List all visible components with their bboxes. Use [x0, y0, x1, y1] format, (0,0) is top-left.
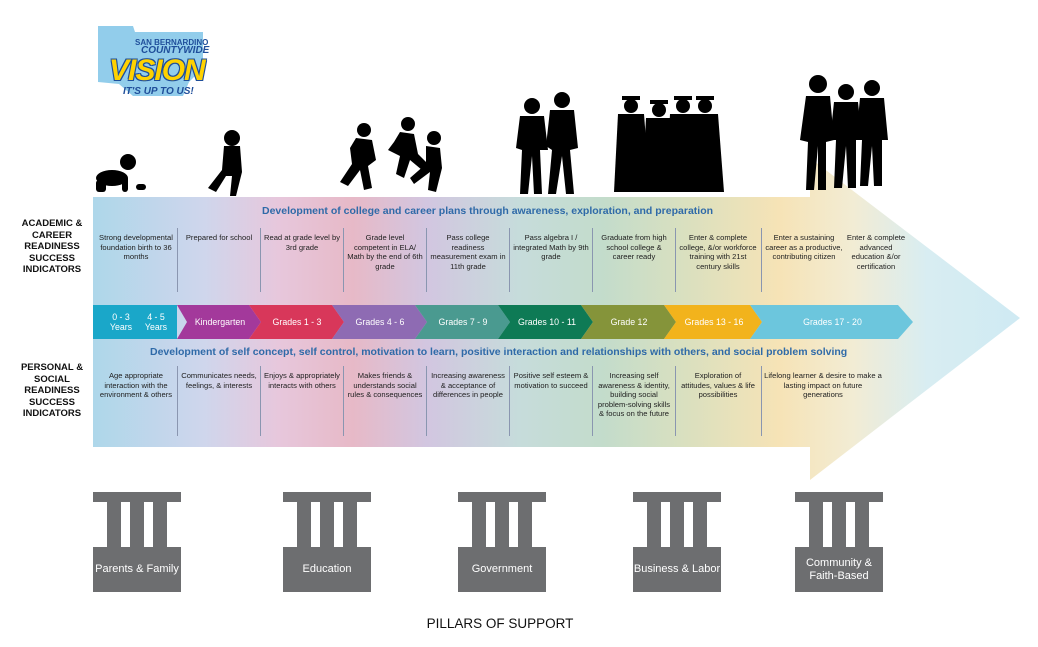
pillar-label: Parents & Family: [93, 547, 181, 592]
logo-line1: SAN BERNARDINO: [135, 38, 209, 47]
divider: [343, 366, 344, 436]
pillar-column: [495, 502, 509, 547]
academic-indicator: Graduate from high school college & care…: [601, 233, 667, 262]
logo-line2: COUNTYWIDE: [141, 45, 210, 56]
academic-indicator: Pass college readiness measurement exam …: [430, 233, 506, 271]
divider: [509, 228, 510, 292]
pillar-column: [647, 502, 661, 547]
divider: [260, 366, 261, 436]
stage-kindergarten: Kindergarten: [194, 317, 246, 327]
personal-title: Development of self concept, self contro…: [150, 346, 848, 358]
personal-indicator: Makes friends & understands social rules…: [347, 371, 423, 400]
stage-4-5-years: 4 - 5 Years: [144, 312, 168, 332]
pillar-column: [472, 502, 486, 547]
academic-indicator: Grade level competent in ELA/ Math by th…: [347, 233, 423, 271]
pillar-column: [320, 502, 334, 547]
stage-grades-1-3: Grades 1 - 3: [272, 317, 322, 327]
pillar-government: Government: [458, 492, 546, 592]
pillar-column: [832, 502, 846, 547]
pillar-column: [693, 502, 707, 547]
academic-side-label: ACADEMIC & CAREER READINESS SUCCESS INDI…: [21, 218, 83, 275]
pillar-cap: [458, 492, 546, 502]
academic-indicator: Strong developmental foundation birth to…: [99, 233, 173, 262]
academic-indicator: Enter a sustaining career as a productiv…: [765, 233, 843, 262]
pillar-cap: [795, 492, 883, 502]
divider: [761, 366, 762, 436]
divider: [592, 366, 593, 436]
academic-indicator: Read at grade level by 3rd grade: [264, 233, 340, 252]
personal-indicator: Communicates needs, feelings, & interest…: [181, 371, 257, 390]
stage-0-3-years: 0 - 3 Years: [109, 312, 133, 332]
divider: [426, 228, 427, 292]
stage-grades-7-9: Grades 7 - 9: [438, 317, 488, 327]
academic-indicator: Pass algebra I / integrated Math by 9th …: [513, 233, 589, 262]
pillar-label: Business & Labor: [633, 547, 721, 592]
personal-indicator: Lifelong learner & desire to make a last…: [764, 371, 882, 400]
logo-line3: VISION: [109, 54, 206, 87]
pillar-label: Community & Faith-Based: [795, 547, 883, 592]
logo-tagline: IT'S UP TO US!: [123, 86, 194, 97]
personal-indicator: Increasing awareness & acceptance of dif…: [431, 371, 505, 400]
countywide-vision-logo: SAN BERNARDINO COUNTYWIDE VISION IT'S UP…: [93, 24, 233, 102]
pillar-column: [130, 502, 144, 547]
pillar-cap: [283, 492, 371, 502]
divider: [761, 228, 762, 292]
stage-grades-17-20: Grades 17 - 20: [803, 317, 862, 327]
divider: [509, 366, 510, 436]
students-icon: [516, 92, 578, 194]
running-children-icon: [340, 117, 442, 192]
stage-grades-13-16: Grades 13 - 16: [684, 317, 744, 327]
personal-indicator: Exploration of attitudes, values & life …: [681, 371, 755, 400]
pillar-column: [809, 502, 823, 547]
pillar-education: Education: [283, 492, 371, 592]
divider: [177, 366, 178, 436]
pillar-column: [670, 502, 684, 547]
personal-indicator: Increasing self awareness & identity, bu…: [597, 371, 671, 419]
pillar-column: [297, 502, 311, 547]
pillars-title: PILLARS OF SUPPORT: [426, 616, 574, 631]
stage-grades-4-6: Grades 4 - 6: [355, 317, 405, 327]
divider: [260, 228, 261, 292]
professionals-icon: [800, 75, 888, 190]
stage-grades-10-11: Grades 10 - 11: [517, 317, 577, 327]
crawling-baby-icon: [96, 154, 146, 192]
pillar-label: Government: [458, 547, 546, 592]
graduates-icon: [614, 96, 724, 192]
divider: [343, 228, 344, 292]
pillar-cap: [633, 492, 721, 502]
stage-grade-12: Grade 12: [610, 317, 648, 327]
divider: [426, 366, 427, 436]
pillar-parents-family: Parents & Family: [93, 492, 181, 592]
toddler-icon: [208, 130, 242, 196]
pillar-column: [518, 502, 532, 547]
pillar-column: [855, 502, 869, 547]
personal-indicator: Enjoys & appropriately interacts with ot…: [264, 371, 340, 390]
academic-indicator: Enter & complete college, &/or workforce…: [679, 233, 757, 271]
divider: [675, 366, 676, 436]
pillar-business-labor: Business & Labor: [633, 492, 721, 592]
pillar-community-faith: Community & Faith-Based: [795, 492, 883, 592]
personal-indicator: Age appropriate interaction with the env…: [99, 371, 173, 400]
academic-indicator: Prepared for school: [185, 233, 253, 242]
pillar-label: Education: [283, 547, 371, 592]
academic-title: Development of college and career plans …: [262, 205, 714, 217]
personal-indicator: Positive self esteem & motivation to suc…: [513, 371, 589, 390]
pillar-cap: [93, 492, 181, 502]
silhouettes: [96, 75, 888, 196]
academic-indicator: Enter & complete advanced education &/or…: [846, 233, 906, 271]
pillar-column: [107, 502, 121, 547]
pillar-column: [343, 502, 357, 547]
divider: [592, 228, 593, 292]
divider: [675, 228, 676, 292]
personal-side-label: PERSONAL & SOCIAL READINESS SUCCESS INDI…: [20, 362, 84, 419]
county-map-icon: [98, 26, 203, 96]
divider: [177, 228, 178, 292]
pillar-column: [153, 502, 167, 547]
